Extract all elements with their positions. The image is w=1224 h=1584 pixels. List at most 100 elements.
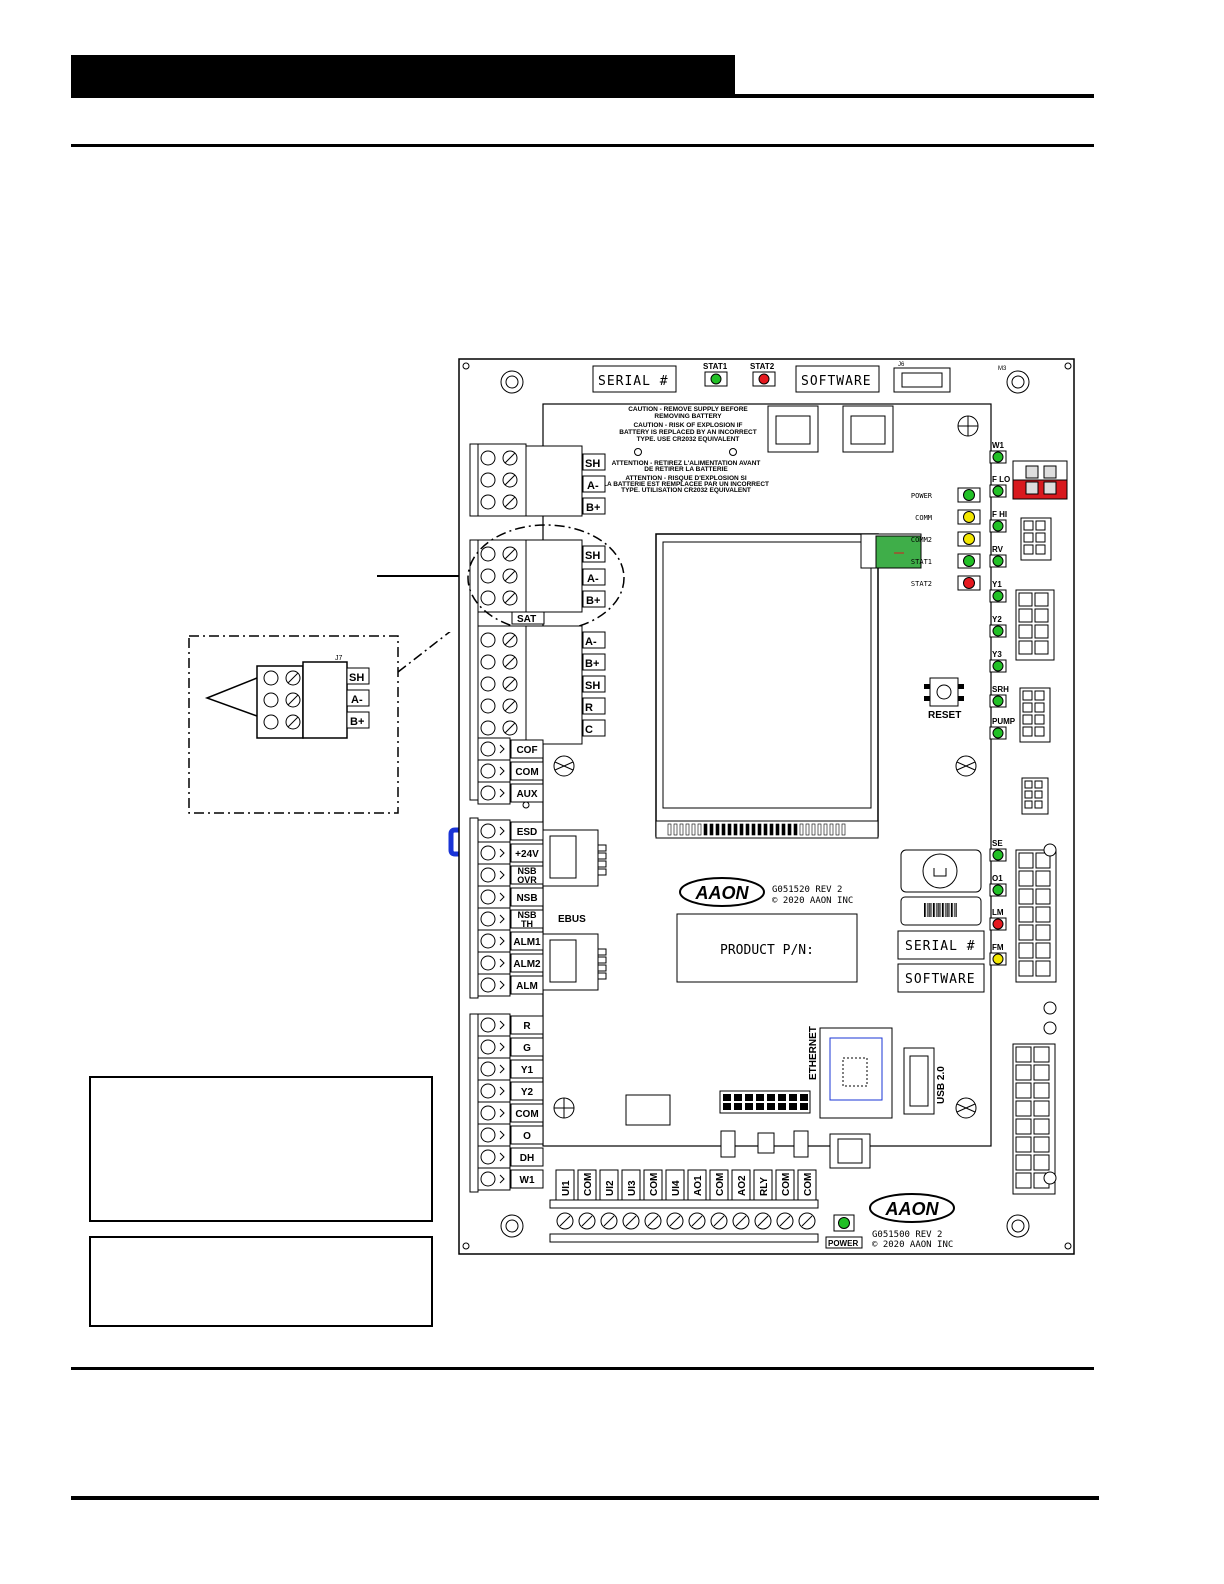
- right-led-fm: [992, 953, 1004, 965]
- jumper-wire: [448, 827, 479, 857]
- cof-terminal-cof: COF: [516, 745, 537, 756]
- connector-screws: [480, 450, 518, 606]
- aaon-logo-bottom: AAON: [885, 1199, 940, 1219]
- right-led-y1: [992, 590, 1004, 602]
- j8-terminal-a: A-: [585, 636, 597, 648]
- bottom-terminal-com-10: COM: [781, 1173, 792, 1196]
- caution-fr-3: ATTENTION - RISQUE D'EXPLOSION SI: [625, 475, 747, 482]
- right-led-label-fm: FM: [992, 943, 1004, 952]
- caution-en-5: TYPE. USE CR2032 EQUIVALENT: [637, 436, 740, 443]
- detail-terminal-sh: SH: [349, 672, 364, 684]
- usb-label: USB 2.0: [936, 1066, 947, 1104]
- right-led-label-rv: RV: [992, 545, 1004, 554]
- ethernet-label: ETHERNET: [808, 1026, 819, 1080]
- m3-terminal-24v: +24V: [515, 849, 539, 860]
- power-led-bottom: [838, 1217, 850, 1229]
- right-led-label-se: SE: [992, 839, 1003, 848]
- header-bar: [71, 55, 735, 98]
- copyright-main: © 2020 AAON INC: [772, 896, 853, 906]
- bottom-rule: [71, 1367, 1094, 1370]
- serial-label-top: SERIAL #: [598, 374, 669, 389]
- m12-terminal-g: G: [523, 1043, 531, 1054]
- m3-label: M3: [998, 366, 1007, 372]
- stat1-led: [710, 373, 722, 385]
- right-led-label-y3: Y3: [992, 650, 1002, 659]
- software-label-lower: SOFTWARE: [905, 972, 976, 987]
- right-led-label-f-hi: F HI: [992, 510, 1007, 519]
- bottom-terminal-rly-9: RLY: [759, 1177, 770, 1196]
- bottom-terminal-ao2-8: AO2: [737, 1175, 748, 1196]
- sat-label: SAT: [517, 614, 536, 625]
- j8-terminal-sh: SH: [585, 680, 600, 692]
- m12-terminal-com: COM: [515, 1109, 538, 1120]
- right-led-o1: [992, 884, 1004, 896]
- right-led-label-srh: SRH: [992, 685, 1009, 694]
- power-label-bottom: POWER: [828, 1239, 858, 1248]
- j8-terminal-b: B+: [585, 658, 599, 670]
- m3-terminal-nsb-ovr-line2: OVR: [517, 875, 537, 885]
- m3-terminal-nsb-ovr-line1: NSB: [517, 866, 537, 876]
- part-number-bottom: G051500 REV 2: [872, 1230, 942, 1240]
- right-led-lm: [992, 918, 1004, 930]
- caution-fr-5: TYPE. UTILISATION CR2032 EQUIVALENT: [621, 487, 751, 494]
- status-led-stat2-4: [963, 577, 975, 589]
- bottom-terminal-com-4: COM: [649, 1173, 660, 1196]
- m3-terminal-nsb: NSB: [516, 893, 537, 904]
- right-led-pump: [992, 727, 1004, 739]
- detail-terminal-b: B+: [350, 716, 364, 728]
- caution-en-3: CAUTION - RISK OF EXPLOSION IF: [633, 422, 742, 429]
- right-led-label-lm: LM: [992, 908, 1004, 917]
- caution-fr-1: ATTENTION - RETIREZ L'ALIMENTATION AVANT: [612, 460, 761, 467]
- status-led-label-comm2-2: COMM2: [911, 536, 932, 544]
- j5-terminal-b: B+: [586, 502, 600, 514]
- caution-en-2: REMOVING BATTERY: [654, 413, 722, 420]
- note-box-2: [89, 1236, 433, 1327]
- controller-board: SERIAL # STAT1 STAT2 SOFTWARE J6 M3 CAUT…: [458, 358, 1075, 1255]
- j7-terminal-sh: SH: [585, 550, 600, 562]
- m12-terminal-dh: DH: [520, 1153, 534, 1164]
- m12-terminal-o: O: [523, 1131, 531, 1142]
- aaon-logo-main: AAON: [695, 883, 750, 903]
- right-led-srh: [992, 695, 1004, 707]
- bottom-terminal-com-7: COM: [715, 1173, 726, 1196]
- bottom-terminal-ao1-6: AO1: [693, 1175, 704, 1196]
- m3-terminal-alm: ALM: [516, 981, 538, 992]
- m3-terminal-nsb-th-line1: NSB: [517, 910, 537, 920]
- right-led-label-f-lo: F LO: [992, 475, 1010, 484]
- header-rule: [735, 94, 1094, 98]
- display-green-tab: [875, 535, 922, 569]
- m12-terminal-w1: W1: [520, 1175, 535, 1186]
- serial-label-lower: SERIAL #: [905, 939, 976, 954]
- right-led-label-y2: Y2: [992, 615, 1002, 624]
- right-led-f-lo: [992, 485, 1004, 497]
- bottom-terminal-com-1: COM: [583, 1173, 594, 1196]
- bottom-terminal-ui3-3: UI3: [627, 1180, 638, 1196]
- m12-terminal-y1: Y1: [521, 1065, 534, 1076]
- m3-terminal-alm1: ALM1: [513, 937, 541, 948]
- bottom-terminal-ui1-0: UI1: [561, 1180, 572, 1196]
- m12-terminal-r: R: [523, 1021, 531, 1032]
- right-led-label-y1: Y1: [992, 580, 1002, 589]
- status-led-comm2-2: [963, 533, 975, 545]
- cof-terminal-aux: AUX: [516, 789, 537, 800]
- m3-terminal-alm2: ALM2: [513, 959, 541, 970]
- status-led-label-stat1-3: STAT1: [911, 558, 932, 566]
- software-label-top: SOFTWARE: [801, 374, 872, 389]
- j7-terminal-b: B+: [586, 595, 600, 607]
- j5-terminal-sh: SH: [585, 458, 600, 470]
- m3-terminal-nsb-th-line2: TH: [521, 919, 533, 929]
- top-rule: [71, 144, 1094, 147]
- detail-terminal-a: A-: [351, 694, 363, 706]
- footer-rule: [71, 1496, 1099, 1500]
- stat1-label: STAT1: [703, 362, 728, 371]
- bottom-terminal-com-11: COM: [803, 1173, 814, 1196]
- right-led-w1: [992, 451, 1004, 463]
- j5-terminal-a: A-: [587, 480, 599, 492]
- status-led-label-stat2-4: STAT2: [911, 580, 932, 588]
- detail-connector-label: J7: [335, 655, 343, 662]
- bottom-terminal-ui2-2: UI2: [605, 1180, 616, 1196]
- j7-terminal-a: A-: [587, 573, 599, 585]
- m12-terminal-y2: Y2: [521, 1087, 534, 1098]
- status-led-power-0: [963, 489, 975, 501]
- bottom-terminal-ui4-5: UI4: [671, 1180, 682, 1196]
